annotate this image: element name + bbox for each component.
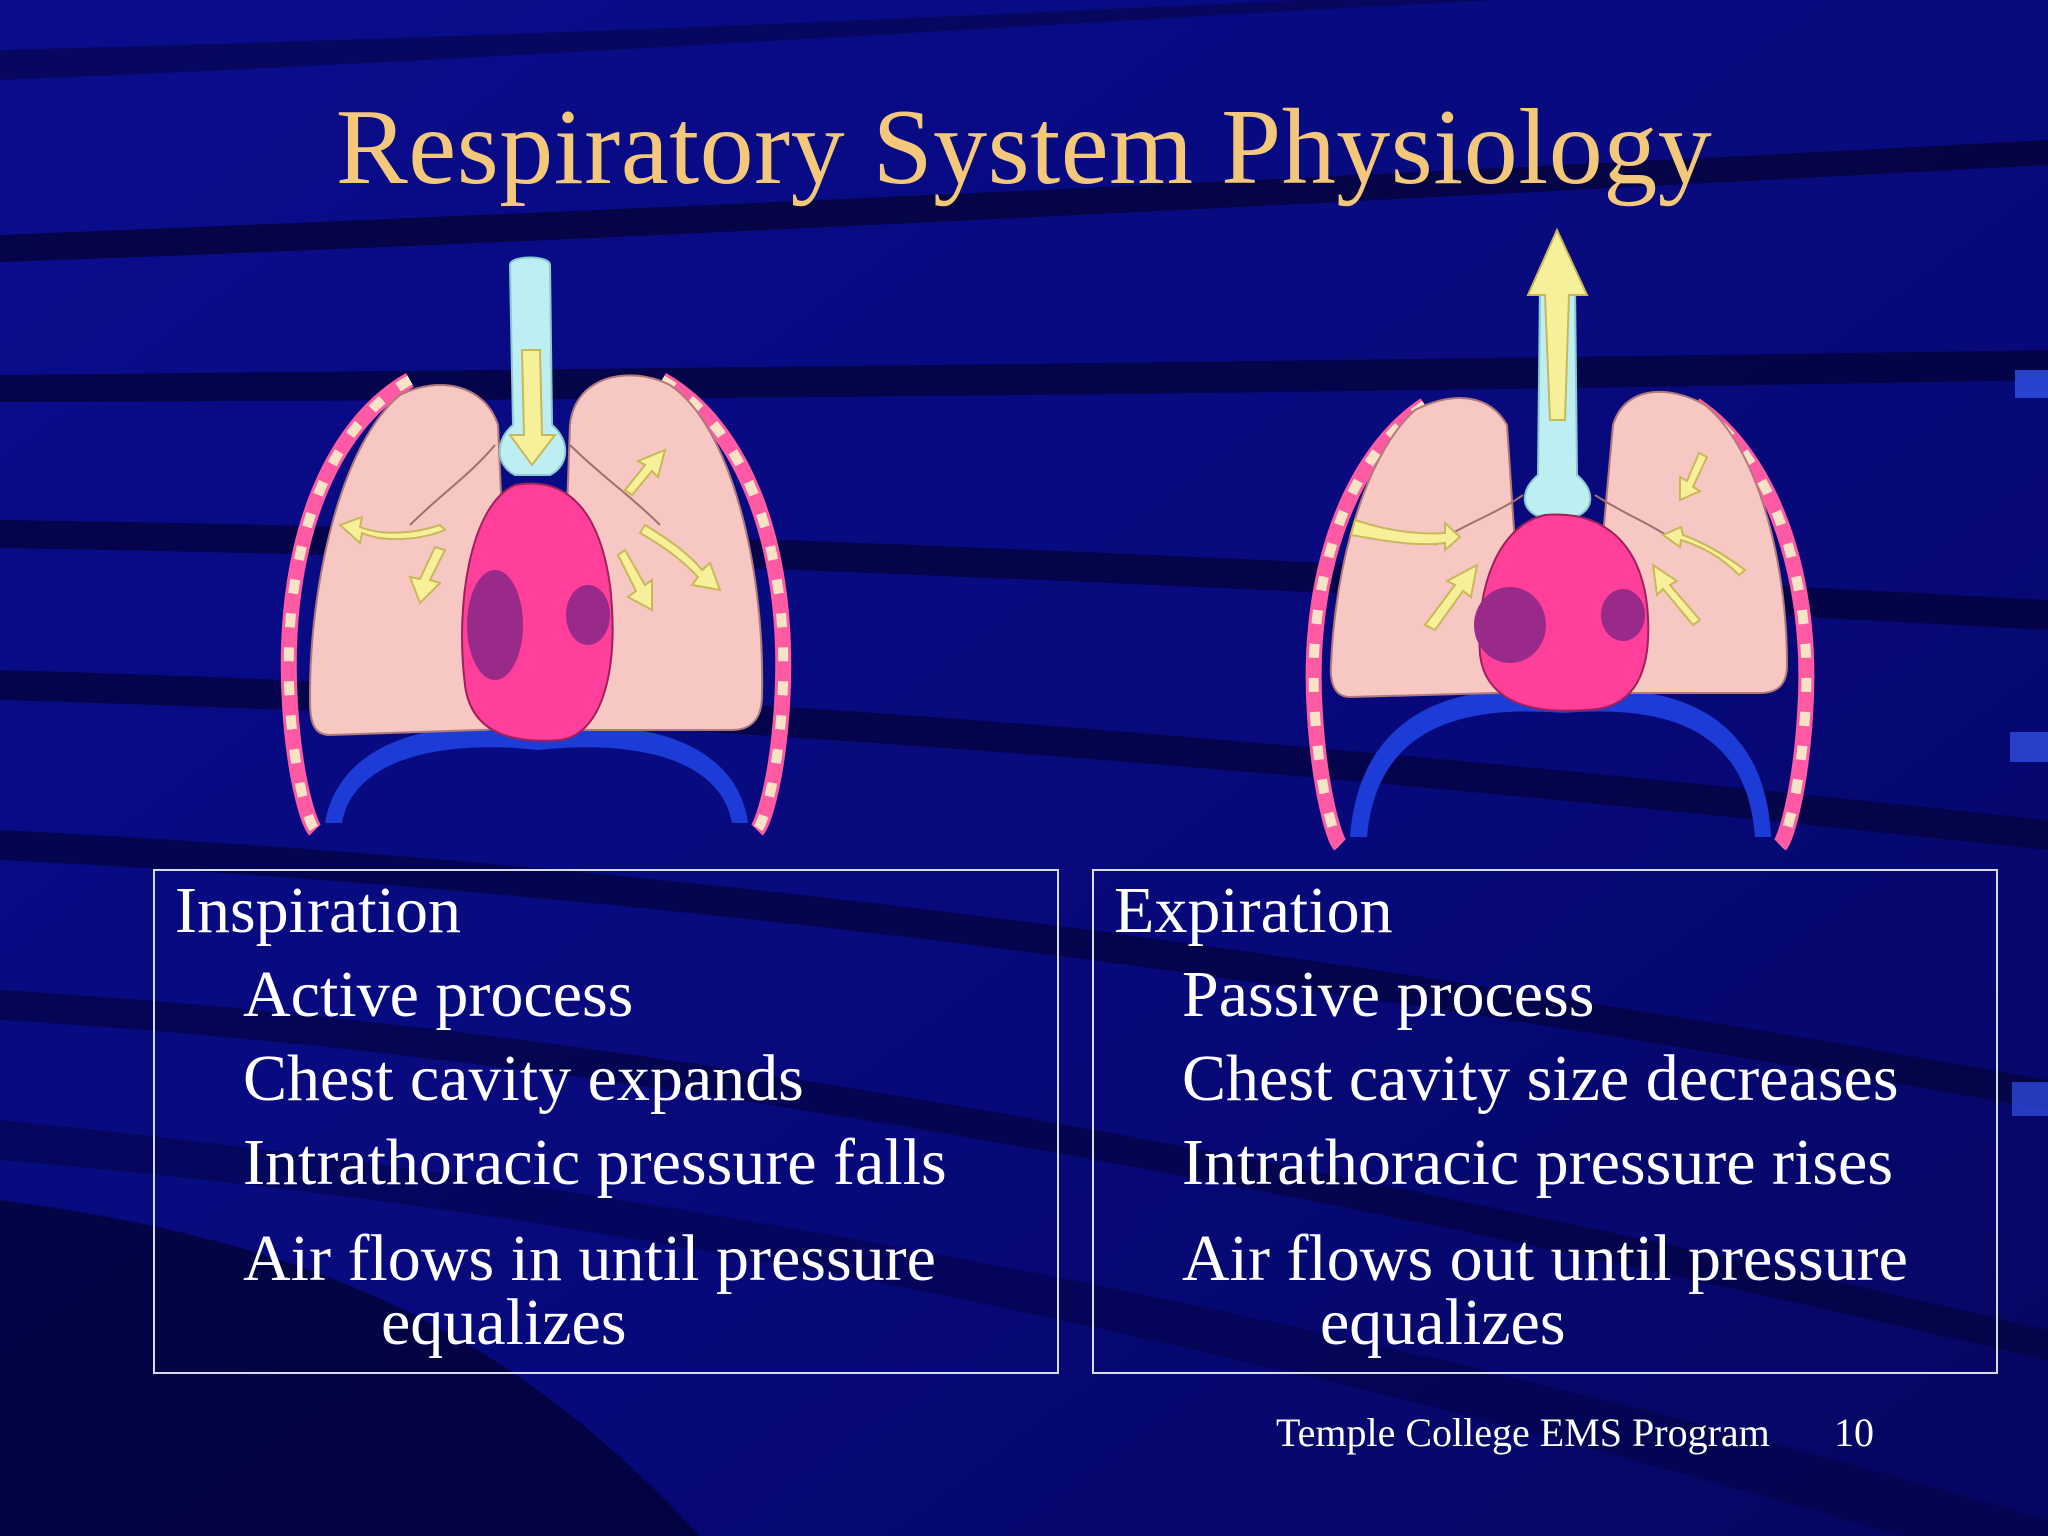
list-item-line: Air flows in until pressure	[243, 1222, 936, 1295]
list-item-continuation: equalizes	[381, 1286, 627, 1359]
rib-cage-right	[1690, 398, 1815, 851]
expiration-heading: Expiration	[1114, 874, 1393, 947]
list-item: Intrathoracic pressure rises	[1182, 1126, 1894, 1199]
expiration-box: Expiration Passive process Chest cavity …	[1092, 869, 1998, 1374]
slide-title: Respiratory System Physiology	[335, 88, 1713, 207]
expiration-lungs-diagram	[1305, 227, 1815, 851]
list-item: Passive process	[1182, 958, 1595, 1031]
list-item: Chest cavity size decreases	[1182, 1042, 1899, 1115]
inspiration-lungs-diagram	[280, 256, 792, 836]
slide-footer: Temple College EMS Program	[1276, 1410, 1770, 1455]
list-item: Active process	[243, 958, 634, 1031]
rib-cage-left	[1305, 398, 1430, 851]
heart	[1478, 513, 1650, 712]
list-item-continuation: equalizes	[1320, 1286, 1566, 1359]
list-item: Chest cavity expands	[243, 1042, 804, 1115]
list-item: Air flows in until pressure equalizes	[243, 1226, 947, 1359]
expiration-list: Passive process Chest cavity size decrea…	[1182, 953, 1908, 1359]
list-item: Intrathoracic pressure falls	[243, 1126, 947, 1199]
inspiration-box: Inspiration Active process Chest cavity …	[153, 869, 1059, 1374]
outflow-arrows	[1349, 227, 1747, 632]
diaphragm	[1350, 689, 1771, 837]
rib-cage-right	[658, 373, 792, 836]
rib-cage-left	[280, 373, 414, 836]
page-number: 10	[1834, 1410, 1874, 1455]
inflow-arrows	[338, 349, 722, 612]
diaphragm	[325, 726, 748, 823]
inspiration-list: Active process Chest cavity expands Intr…	[243, 953, 947, 1359]
inspiration-heading: Inspiration	[175, 874, 461, 947]
list-item-line: Air flows out until pressure	[1182, 1222, 1908, 1295]
list-item: Air flows out until pressure equalizes	[1182, 1226, 1908, 1359]
left-lung	[308, 384, 512, 737]
